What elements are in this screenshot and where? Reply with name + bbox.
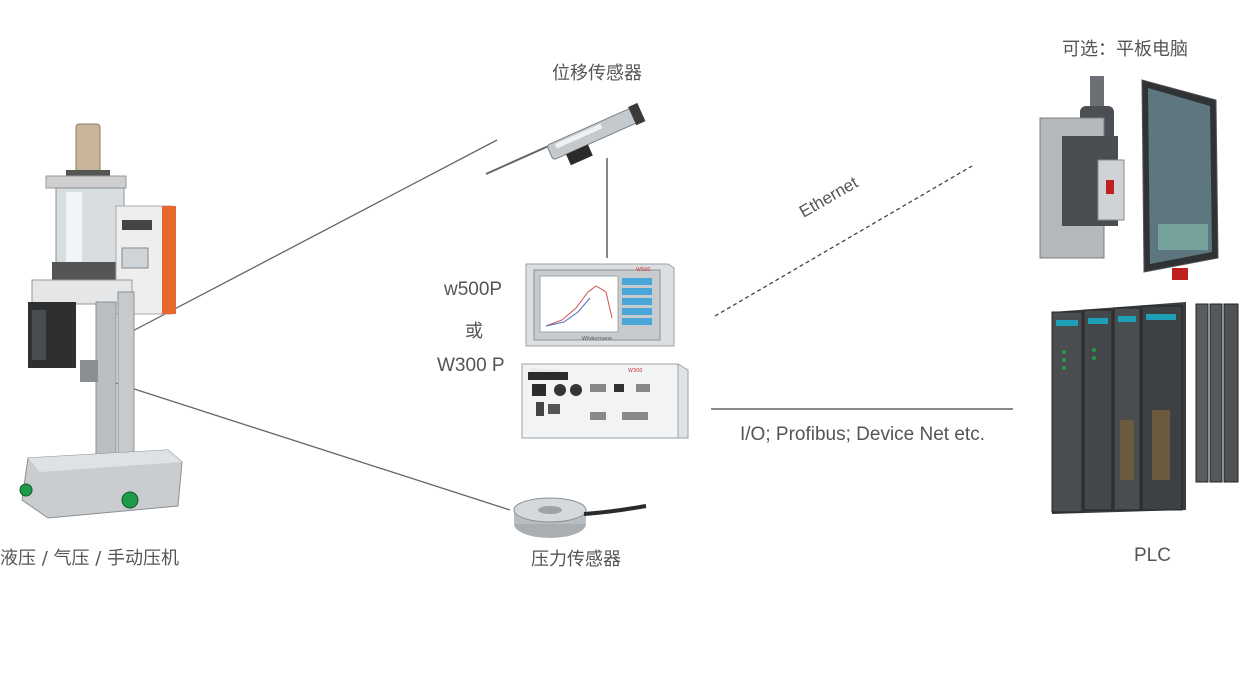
controller-or-label: 或 [465,321,483,342]
w300p-controller-body [521,363,689,439]
tablet-computer-image [1039,76,1219,280]
w300p-brand: Wildermann [530,368,561,374]
controller-w500p-label: w500P [444,279,503,300]
press-to-force-line [99,377,511,511]
press-to-displacement-line [124,139,498,336]
displacement-sensor-image [485,102,646,175]
press-label: 液压 / 气压 / 手动压机 [0,548,180,569]
w300p-controller: W300 Wildermann [518,360,690,440]
w500p-tag: W500 [636,267,651,273]
w500p-brand: Wildermann [582,336,613,342]
force-sensor-image [513,497,647,538]
w300p-tag: W300 [628,368,643,374]
force-sensor-label: 压力传感器 [531,549,621,570]
controller-w300p-label: W300 P [437,355,505,376]
displacement-sensor-label: 位移传感器 [552,63,642,84]
fieldbus-label: I/O; Profibus; Device Net etc. [740,424,985,445]
w500p-controller: W500 Wildermann [518,258,676,350]
plc-image [1051,302,1239,514]
w500p-controller-body [525,263,675,347]
plc-label: PLC [1134,545,1171,566]
press-machine-image [19,123,183,519]
tablet-optional-label: 可选：平板电脑 [1062,39,1188,60]
ethernet-line [714,165,973,317]
